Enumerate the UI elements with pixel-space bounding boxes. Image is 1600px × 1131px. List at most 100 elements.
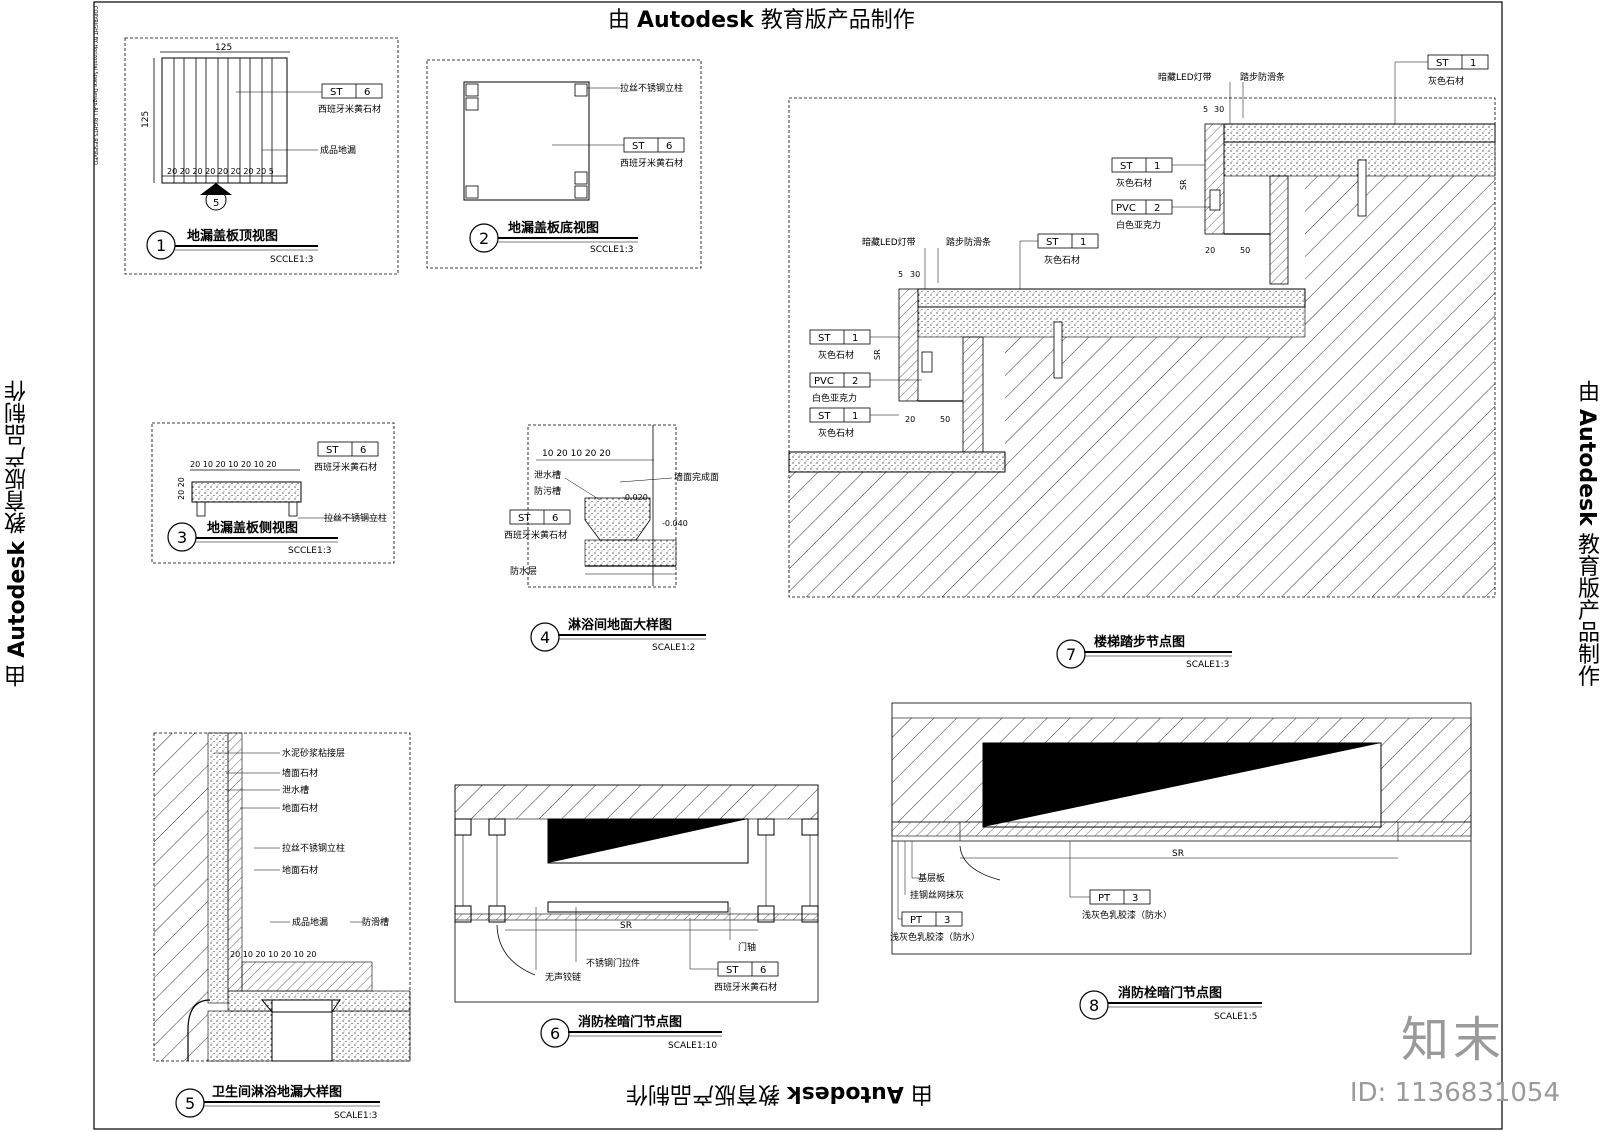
stamp-top: 由 Autodesk 教育版产品制作 (608, 8, 915, 33)
svg-text:消防栓暗门节点图: 消防栓暗门节点图 (578, 1014, 682, 1030)
svg-text:5: 5 (213, 198, 219, 209)
svg-text:PVC: PVC (1116, 203, 1136, 214)
svg-text:泄水槽: 泄水槽 (534, 469, 561, 481)
svg-text:2: 2 (479, 229, 489, 248)
svg-text:西班牙米黄石材: 西班牙米黄石材 (504, 529, 567, 541)
svg-text:踏步防滑条: 踏步防滑条 (1240, 71, 1285, 83)
svg-text:ST: ST (326, 445, 339, 456)
svg-text:西班牙米黄石材: 西班牙米黄石材 (714, 981, 777, 993)
svg-text:ST: ST (1046, 237, 1059, 248)
svg-text:灰色石材: 灰色石材 (818, 349, 854, 361)
svg-text:20: 20 (1205, 246, 1215, 255)
svg-text:暗藏LED灯带: 暗藏LED灯带 (862, 236, 916, 248)
svg-text:5: 5 (1203, 105, 1208, 114)
svg-text:浅灰色乳胶漆（防水）: 浅灰色乳胶漆（防水） (890, 931, 980, 943)
svg-text:30: 30 (1214, 105, 1224, 114)
copyright-note: COPYRIGHT BY Horizontal Space Design ALL… (92, 6, 98, 167)
svg-text:1: 1 (852, 411, 858, 422)
svg-text:6: 6 (360, 445, 366, 456)
svg-text:6: 6 (760, 965, 766, 976)
svg-text:卫生间淋浴地漏大样图: 卫生间淋浴地漏大样图 (212, 1084, 342, 1100)
svg-text:成品地漏: 成品地漏 (292, 916, 328, 928)
svg-text:西班牙米黄石材: 西班牙米黄石材 (620, 157, 683, 169)
svg-text:-0.040: -0.040 (662, 519, 688, 528)
svg-text:SCALE1:5: SCALE1:5 (1214, 1012, 1257, 1022)
svg-text:50: 50 (1240, 246, 1250, 255)
svg-text:踏步防滑条: 踏步防滑条 (946, 236, 991, 248)
svg-text:SR: SR (1179, 179, 1188, 190)
svg-text:SCALE1:3: SCALE1:3 (334, 1111, 377, 1121)
sheet-frame (93, 1, 1503, 1130)
svg-text:浅灰色乳胶漆（防水）: 浅灰色乳胶漆（防水） (1082, 909, 1172, 921)
watermark-logo: 知末 (1400, 1012, 1505, 1068)
svg-text:1: 1 (1470, 58, 1476, 69)
svg-text:消防栓暗门节点图: 消防栓暗门节点图 (1118, 985, 1222, 1001)
svg-text:1: 1 (852, 333, 858, 344)
svg-text:3: 3 (1132, 893, 1138, 904)
svg-text:无声铰链: 无声铰链 (545, 971, 581, 983)
svg-text:ST: ST (518, 513, 531, 524)
svg-text:PVC: PVC (814, 376, 834, 387)
svg-text:2: 2 (852, 376, 858, 387)
svg-text:地漏盖板底视图: 地漏盖板底视图 (508, 220, 599, 236)
svg-text:灰色石材: 灰色石材 (1116, 177, 1152, 189)
svg-text:防滑槽: 防滑槽 (362, 916, 389, 928)
svg-text:拉丝不锈钢立柱: 拉丝不锈钢立柱 (324, 512, 387, 524)
svg-text:ST: ST (1120, 161, 1133, 172)
svg-text:白色亚克力: 白色亚克力 (1116, 219, 1161, 231)
svg-text:5: 5 (185, 1094, 195, 1113)
svg-text:SR: SR (1172, 849, 1184, 859)
svg-text:SR: SR (620, 921, 632, 931)
svg-text:1: 1 (1080, 237, 1086, 248)
svg-text:西班牙米黄石材: 西班牙米黄石材 (318, 103, 381, 115)
svg-text:5: 5 (898, 270, 903, 279)
svg-text:SCALE1:2: SCALE1:2 (652, 643, 695, 653)
svg-text:灰色石材: 灰色石材 (818, 427, 854, 439)
svg-text:SCALE1:10: SCALE1:10 (668, 1041, 717, 1051)
svg-text:20: 20 (905, 415, 915, 424)
svg-text:ST: ST (818, 411, 831, 422)
svg-text:-0.020: -0.020 (622, 493, 648, 502)
svg-text:SCCLE1:3: SCCLE1:3 (288, 546, 331, 556)
svg-text:不锈钢门拉件: 不锈钢门拉件 (586, 957, 640, 969)
detail-number: 1 (156, 236, 166, 255)
svg-text:地面石材: 地面石材 (282, 802, 318, 814)
svg-text:PT: PT (1098, 893, 1111, 904)
watermark-id: ID: 1136831054 (1349, 1078, 1560, 1108)
svg-text:白色亚克力: 白色亚克力 (812, 392, 857, 404)
svg-text:6: 6 (552, 513, 558, 524)
svg-text:10 20 10 20 20: 10 20 10 20 20 (542, 449, 611, 459)
svg-text:PT: PT (910, 915, 923, 926)
svg-text:6: 6 (550, 1024, 560, 1043)
svg-text:SCCLE1:3: SCCLE1:3 (590, 245, 633, 255)
svg-text:2: 2 (1154, 203, 1160, 214)
svg-text:ST: ST (726, 965, 739, 976)
svg-text:水泥砂浆粘接层: 水泥砂浆粘接层 (282, 747, 345, 759)
detail-5: 20 10 20 10 20 10 20 水泥砂浆粘接层 墙面石材 泄水槽 地面… (153, 732, 411, 1121)
dims-bottom: 20 20 20 20 20 20 20 20 5 (167, 167, 274, 176)
svg-text:20 10 20 10 20 10 20: 20 10 20 10 20 10 20 (230, 950, 317, 959)
svg-text:西班牙米黄石材: 西班牙米黄石材 (314, 461, 377, 473)
detail-4: 10 20 10 20 20 泄水槽 防污槽 墙面完成面 -0.020 -0.0… (504, 424, 719, 653)
svg-text:拉丝不锈钢立柱: 拉丝不锈钢立柱 (620, 82, 683, 94)
svg-text:SR: SR (873, 349, 882, 360)
svg-text:7: 7 (1066, 645, 1076, 664)
svg-text:8: 8 (1089, 996, 1099, 1015)
svg-text:基层板: 基层板 (918, 872, 945, 884)
svg-text:墙面完成面: 墙面完成面 (674, 471, 719, 483)
svg-text:防污槽: 防污槽 (534, 485, 561, 497)
svg-text:ST: ST (330, 87, 343, 98)
svg-text:ST: ST (1436, 58, 1449, 69)
svg-text:30: 30 (910, 270, 920, 279)
svg-text:楼梯踏步节点图: 楼梯踏步节点图 (1094, 634, 1185, 650)
svg-text:拉丝不锈钢立柱: 拉丝不锈钢立柱 (282, 842, 345, 854)
svg-text:SCALE1:3: SCALE1:3 (1186, 660, 1229, 670)
svg-text:地漏盖板侧视图: 地漏盖板侧视图 (207, 520, 298, 536)
detail-7: ST 1 灰色石材 暗藏LED灯带 踏步防滑条 5 30 20 50 SR ST 1… (788, 54, 1496, 670)
svg-text:防水层: 防水层 (510, 565, 537, 577)
svg-text:20 10 20 10 20 10 20: 20 10 20 10 20 10 20 (190, 460, 277, 469)
